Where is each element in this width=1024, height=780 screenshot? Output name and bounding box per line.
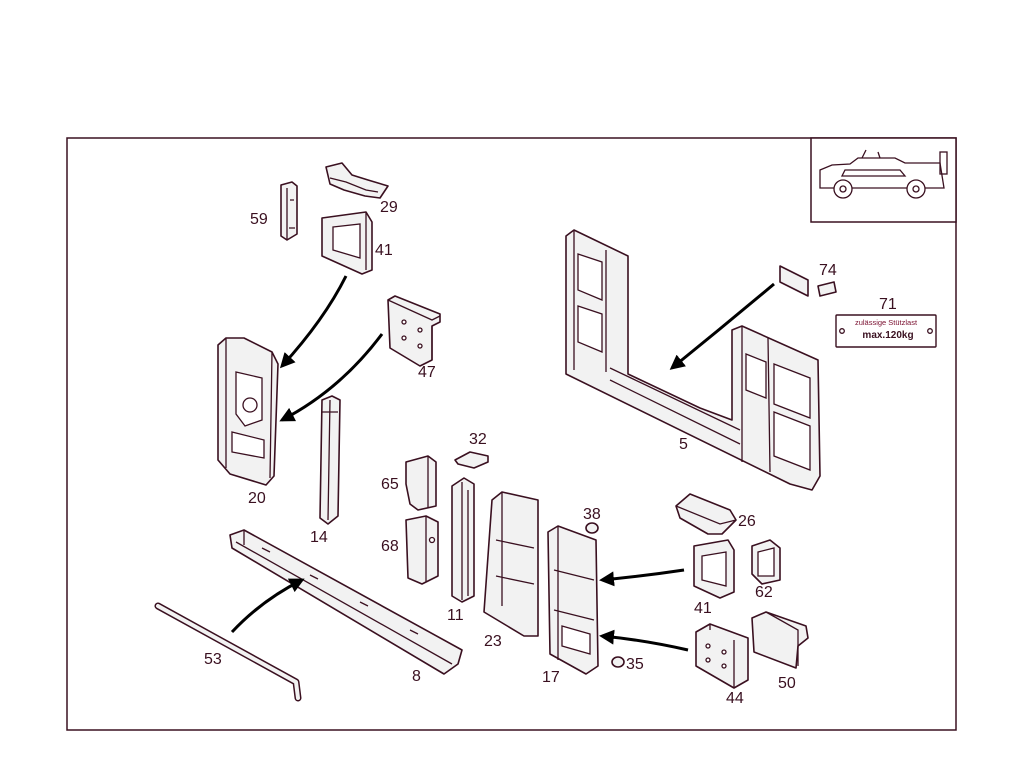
part-62 <box>751 539 781 585</box>
part-53 <box>154 602 302 702</box>
callout-23: 23 <box>484 633 502 650</box>
callout-32: 32 <box>469 431 487 448</box>
callout-71: 71 <box>879 296 897 313</box>
callout-44: 44 <box>726 690 744 707</box>
callout-62: 62 <box>755 584 773 601</box>
sign-line-1: zulässige Stützlast <box>855 318 918 327</box>
part-41-upper <box>321 211 373 275</box>
arrow-41-to-17 <box>599 568 685 587</box>
callout-20: 20 <box>248 490 266 507</box>
callout-53: 53 <box>204 651 222 668</box>
part-32 <box>454 451 489 469</box>
part-20 <box>217 337 279 486</box>
callout-50: 50 <box>778 675 796 692</box>
callout-11: 11 <box>447 607 464 624</box>
callout-35: 35 <box>626 656 644 673</box>
callout-5: 5 <box>679 436 688 453</box>
callout-14: 14 <box>310 529 328 546</box>
part-11 <box>451 477 475 603</box>
sign-line-2: max.120kg <box>862 330 913 341</box>
part-26 <box>675 493 737 535</box>
callout-41-lower: 41 <box>694 600 712 617</box>
part-17 <box>547 525 599 675</box>
callout-17: 17 <box>542 669 560 686</box>
part-50 <box>751 611 809 669</box>
callout-65: 65 <box>381 476 399 493</box>
part-8 <box>229 529 463 675</box>
callouts: 59 29 41 47 20 14 53 8 65 68 11 32 23 38… <box>204 199 897 707</box>
part-71-sign: zulässige Stützlast max.120kg <box>835 314 937 348</box>
callout-8: 8 <box>412 668 421 685</box>
assembly-arrows <box>230 275 775 652</box>
arrow-41-to-20 <box>279 275 348 369</box>
callout-59: 59 <box>250 211 268 228</box>
part-23 <box>483 491 539 637</box>
part-29 <box>325 162 389 199</box>
part-68 <box>405 515 439 585</box>
callout-74: 74 <box>819 262 837 279</box>
part-14 <box>319 395 341 525</box>
arrow-53-to-8 <box>230 578 305 634</box>
callout-68: 68 <box>381 538 399 555</box>
part-35 <box>611 656 625 668</box>
callout-29: 29 <box>380 199 398 216</box>
arrow-47-to-20 <box>279 333 384 422</box>
part-47 <box>387 295 441 367</box>
part-44 <box>695 623 749 689</box>
diagram-frame <box>66 137 957 731</box>
callout-47: 47 <box>418 364 436 381</box>
callout-26: 26 <box>738 513 756 530</box>
part-38 <box>585 522 599 534</box>
part-65 <box>405 455 437 511</box>
part-74 <box>779 265 837 297</box>
part-59 <box>280 181 298 241</box>
part-5 <box>565 229 821 491</box>
vehicle-thumbnail <box>810 137 957 223</box>
arrow-74-to-5 <box>669 282 775 370</box>
arrow-44-to-17 <box>599 629 689 652</box>
callout-38: 38 <box>583 506 601 523</box>
callout-41-upper: 41 <box>375 242 393 259</box>
part-41-lower <box>693 539 735 599</box>
